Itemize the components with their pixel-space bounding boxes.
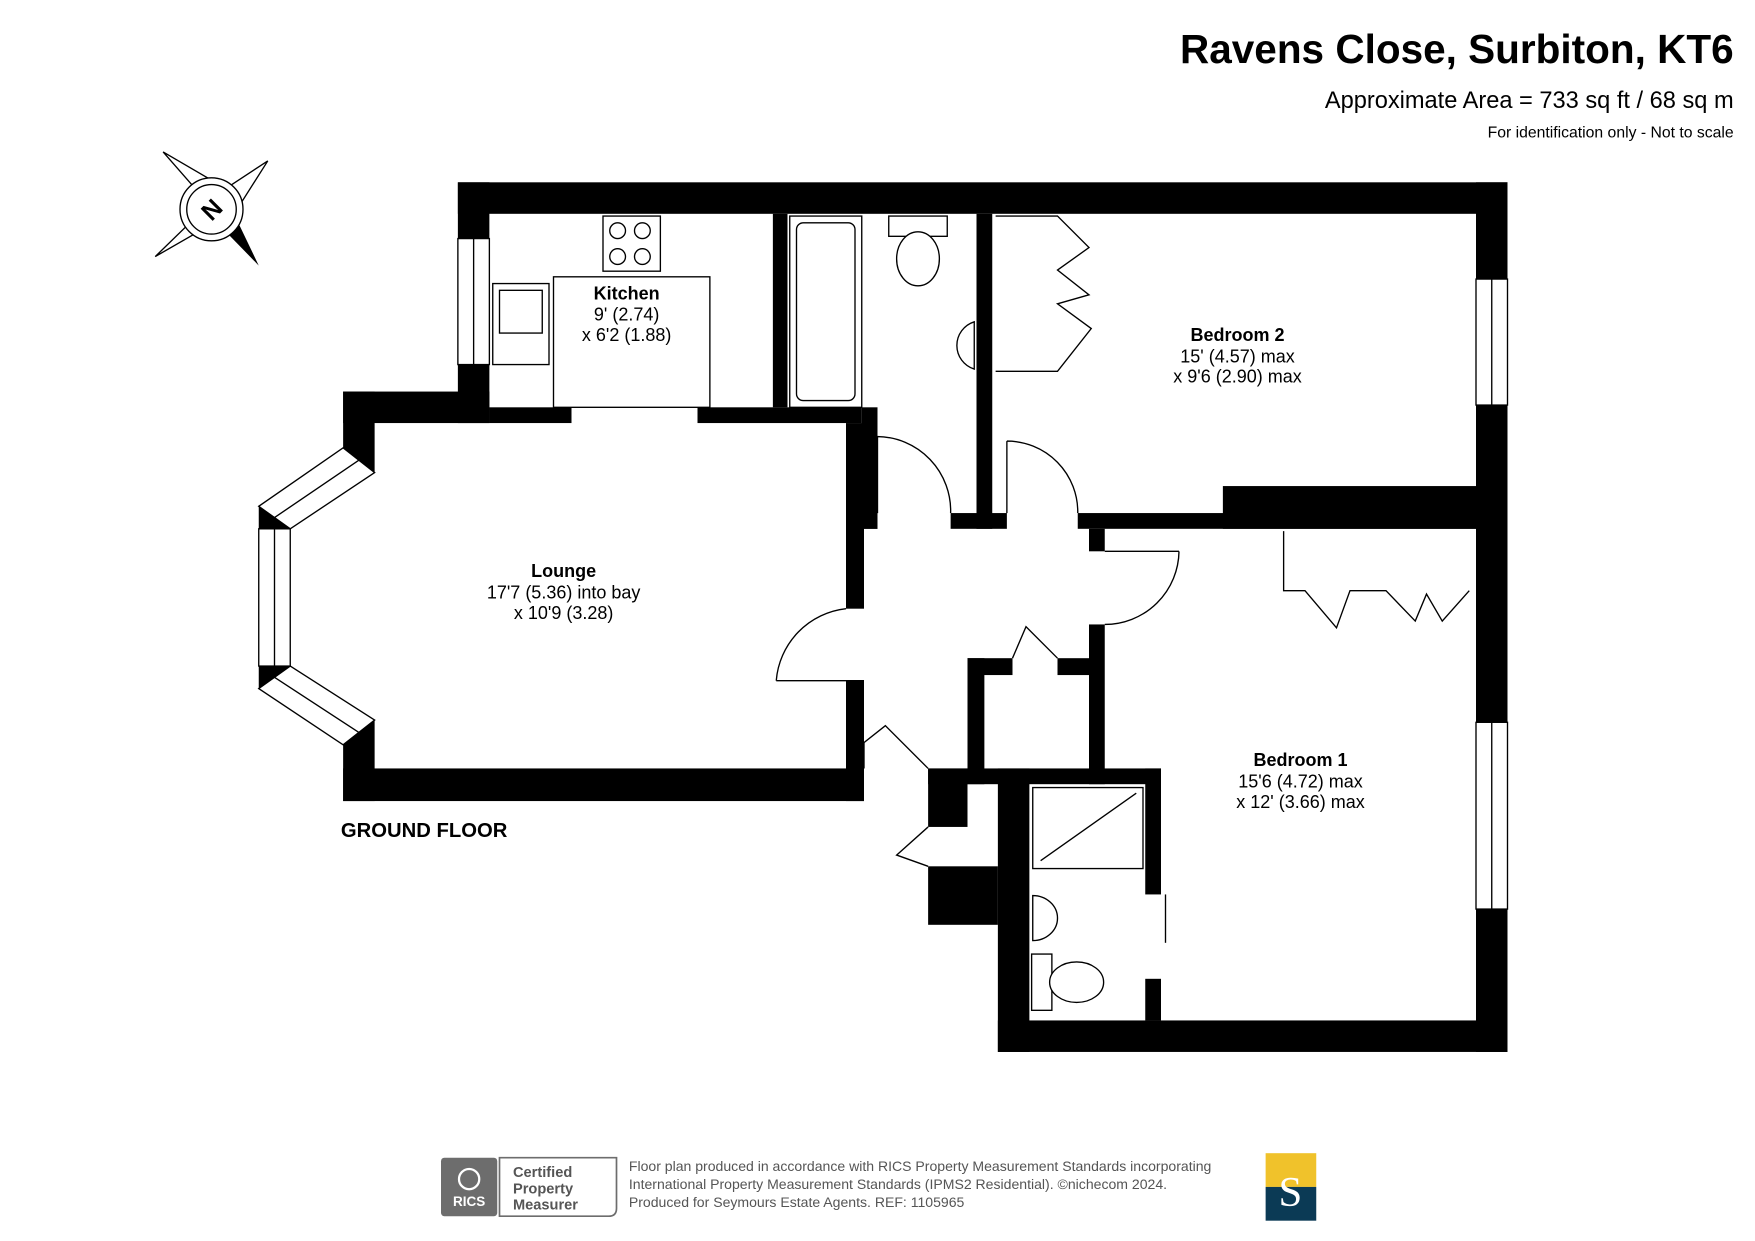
- disclaimer: For identification only - Not to scale: [1488, 124, 1734, 141]
- fixtures: [492, 215, 1470, 1011]
- cert-line-2: Property: [513, 1182, 574, 1198]
- approximate-area: Approximate Area = 733 sq ft / 68 sq m: [1325, 88, 1734, 114]
- room-dimension: 15' (4.57) max: [1180, 346, 1295, 366]
- room-name: Kitchen: [594, 283, 660, 303]
- walls: [258, 182, 1508, 1052]
- cert-line-3: Measurer: [513, 1197, 578, 1213]
- room-dimension: 17'7 (5.36) into bay: [487, 583, 641, 603]
- room-dimension: x 10'9 (3.28): [514, 603, 614, 623]
- room-name: Bedroom 1: [1253, 750, 1347, 770]
- rics-logo: RICS Certified Property Measurer: [441, 1156, 618, 1218]
- windows: [257, 237, 1509, 910]
- room-dimension: x 6'2 (1.88): [582, 325, 671, 345]
- room-dimension: x 12' (3.66) max: [1236, 792, 1365, 812]
- cert-line-1: Certified: [513, 1165, 572, 1181]
- room-lounge: Lounge 17'7 (5.36) into bay x 10'9 (3.28…: [487, 561, 641, 623]
- rics-badge-text: RICS: [453, 1194, 485, 1209]
- room-bedroom-2: Bedroom 2 15' (4.57) max x 9'6 (2.90) ma…: [1173, 325, 1302, 387]
- room-name: Lounge: [531, 561, 596, 581]
- seymours-logo: S: [1265, 1153, 1317, 1221]
- room-dimension: 9' (2.74): [594, 305, 659, 325]
- agent-logo-letter: S: [1278, 1169, 1302, 1216]
- footer-text-1: Floor plan produced in accordance with R…: [629, 1158, 1211, 1174]
- footer-text-3: Produced for Seymours Estate Agents. REF…: [629, 1194, 965, 1210]
- room-dimension: x 9'6 (2.90) max: [1173, 367, 1302, 387]
- property-title: Ravens Close, Surbiton, KT6: [1180, 26, 1734, 72]
- compass-icon: N: [154, 151, 269, 266]
- footer-text-2: International Property Measurement Stand…: [629, 1176, 1167, 1192]
- floor-label: GROUND FLOOR: [341, 820, 508, 842]
- room-dimension: 15'6 (4.72) max: [1238, 772, 1362, 792]
- room-bedroom-1: Bedroom 1 15'6 (4.72) max x 12' (3.66) m…: [1236, 750, 1365, 812]
- room-name: Bedroom 2: [1190, 325, 1284, 345]
- doors: [775, 435, 1180, 943]
- room-kitchen: Kitchen 9' (2.74) x 6'2 (1.88): [582, 283, 671, 345]
